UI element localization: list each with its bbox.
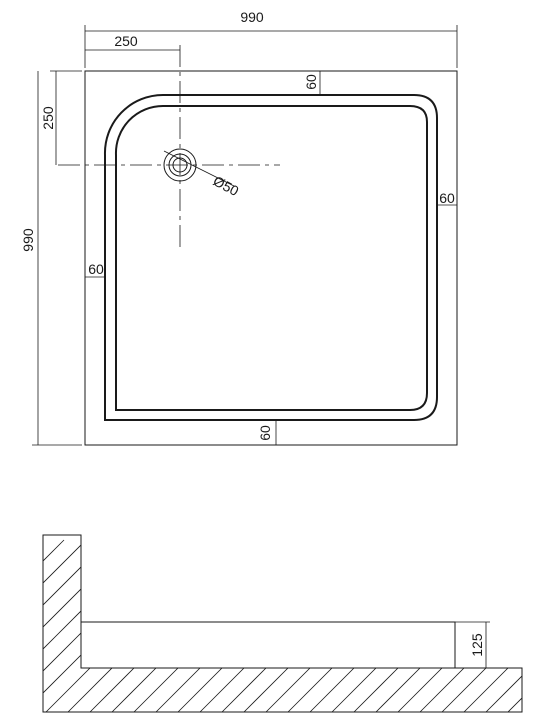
hatch-line: [463, 539, 522, 712]
hatch-line: [67, 539, 241, 712]
drain-diameter-label: Ø50: [211, 173, 242, 200]
hatch-line: [353, 539, 522, 712]
hatch-line: [43, 539, 131, 712]
overall-depth-label: 990: [20, 228, 36, 252]
plan-view: [84, 70, 458, 446]
hatch-line: [43, 539, 87, 712]
rim-left-label: 60: [88, 261, 104, 277]
hatch-line: [375, 539, 522, 712]
hatch-line: [221, 539, 395, 712]
rim-top-label: 60: [303, 74, 319, 90]
rim-top-dimension: 60: [303, 71, 321, 95]
width-dimension: 990: [84, 9, 458, 68]
hatch-line: [45, 539, 219, 712]
hatch-line: [43, 539, 175, 712]
hatch-line: [0, 540, 20, 712]
drain: Ø50: [58, 45, 280, 250]
overall-width-label: 990: [240, 9, 264, 25]
basin-outer-contour: [103, 94, 438, 421]
hatch-line: [43, 539, 197, 712]
hatch-line: [485, 539, 522, 712]
hatch-line: [0, 540, 42, 712]
drain-x-offset-dimension: 250: [85, 33, 180, 51]
drain-y-offset-dimension: 250: [40, 70, 82, 165]
drain-y-offset-label: 250: [40, 106, 56, 130]
rim-right-label: 60: [439, 190, 455, 206]
hatch-line: [177, 539, 351, 712]
hatch-line: [441, 539, 522, 712]
hatch-line: [43, 539, 65, 712]
basin-inner-contour: [114, 104, 428, 411]
hatch-line: [309, 539, 483, 712]
wall-floor-outline: [42, 534, 523, 713]
rim-bottom-dimension: 60: [257, 420, 277, 445]
drain-diameter-leader: [163, 150, 235, 187]
hatch-line: [265, 539, 439, 712]
hatch-line: [507, 539, 522, 712]
hatch-line: [287, 539, 461, 712]
rim-right-dimension: 60: [437, 190, 457, 206]
hatch-line: [133, 539, 307, 712]
tray-outline: [84, 70, 458, 446]
rim-left-dimension: 60: [85, 261, 105, 278]
depth-dimension: 990: [20, 71, 82, 446]
hatch-line: [397, 539, 522, 712]
hatch-line: [89, 539, 263, 712]
tray-height-label: 125: [469, 633, 485, 657]
hatch-line: [43, 539, 153, 712]
hatch-line: [243, 539, 417, 712]
hatch-line: [331, 539, 505, 712]
tray-section: [80, 621, 456, 669]
section-view: 125: [0, 534, 540, 713]
hatch-line: [43, 539, 109, 712]
hatch-line: [530, 540, 540, 712]
hatch-line: [111, 539, 285, 712]
hatch-line: [199, 539, 373, 712]
drain-x-offset-label: 250: [114, 33, 138, 49]
rim-bottom-label: 60: [257, 425, 273, 441]
hatch-line: [155, 539, 329, 712]
